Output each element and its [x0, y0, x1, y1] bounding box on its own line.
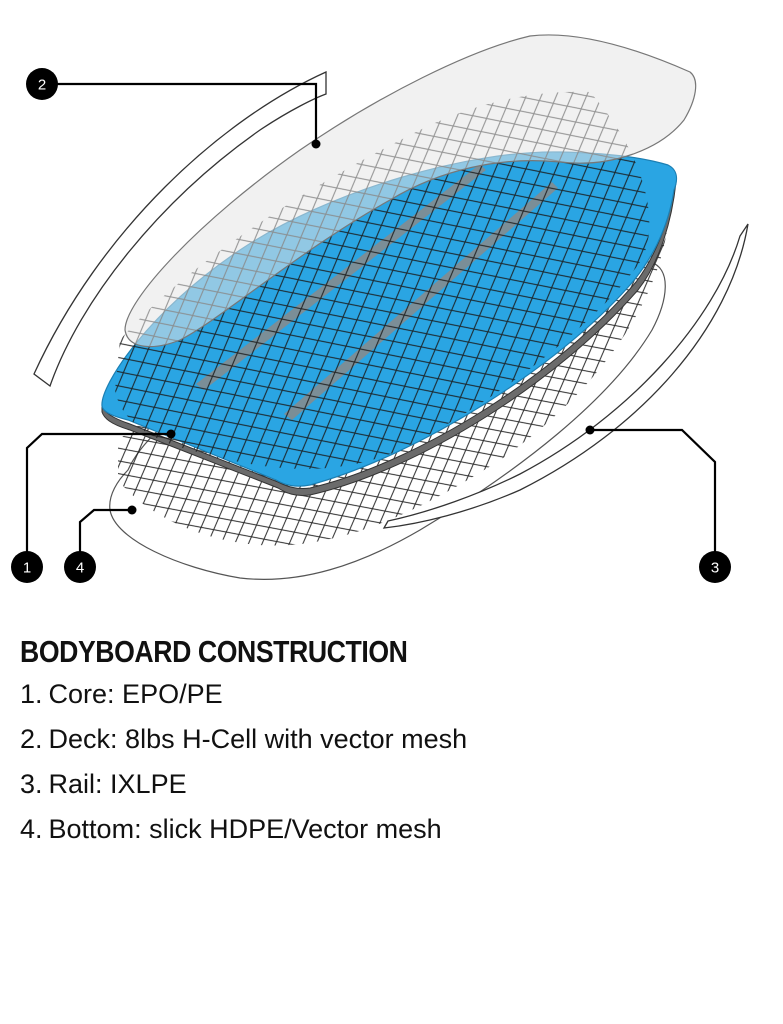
legend-index: 2. — [20, 724, 43, 754]
legend-index: 4. — [20, 814, 43, 844]
svg-text:3: 3 — [711, 560, 719, 577]
legend-item-deck: 2.Deck: 8lbs H-Cell with vector mesh — [20, 717, 760, 762]
legend-index: 3. — [20, 769, 43, 799]
leader-line-4 — [78, 508, 132, 566]
leader-line-3 — [590, 428, 717, 566]
legend-item-bottom: 4.Bottom: slick HDPE/Vector mesh — [20, 807, 760, 852]
leader-dot-2 — [311, 139, 321, 149]
bodyboard-exploded-diagram: 2 1 4 3 — [11, 34, 749, 583]
legend-text: Rail: IXLPE — [48, 769, 187, 799]
svg-text:1: 1 — [23, 560, 31, 577]
rail-strip — [382, 223, 749, 529]
svg-text:2: 2 — [38, 77, 46, 94]
legend-text: Core: EPO/PE — [48, 679, 223, 709]
legend-text: Deck: 8lbs H-Cell with vector mesh — [48, 724, 468, 754]
leader-dot-4 — [127, 505, 137, 515]
svg-text:4: 4 — [76, 560, 84, 577]
legend-item-core: 1.Core: EPO/PE — [20, 672, 760, 717]
legend-list: 1.Core: EPO/PE 2.Deck: 8lbs H-Cell with … — [20, 672, 760, 852]
legend-text: Bottom: slick HDPE/Vector mesh — [48, 814, 442, 844]
construction-legend: BODYBOARD CONSTRUCTION 1.Core: EPO/PE 2.… — [20, 632, 760, 852]
legend-item-rail: 3.Rail: IXLPE — [20, 762, 760, 807]
leader-line-2 — [42, 82, 318, 144]
legend-index: 1. — [20, 679, 43, 709]
callout-badge-3: 3 — [699, 551, 731, 583]
callout-badge-1: 1 — [11, 551, 43, 583]
deck-rail-strip — [33, 70, 327, 388]
deck-mesh-layer — [115, 91, 650, 469]
leader-line-1 — [25, 432, 171, 566]
leader-dot-3 — [585, 425, 595, 435]
callout-badge-4: 4 — [64, 551, 96, 583]
callout-badge-2: 2 — [26, 68, 58, 100]
leader-dot-1 — [166, 429, 176, 439]
legend-title: BODYBOARD CONSTRUCTION — [20, 634, 408, 669]
deck-layer — [124, 34, 697, 348]
